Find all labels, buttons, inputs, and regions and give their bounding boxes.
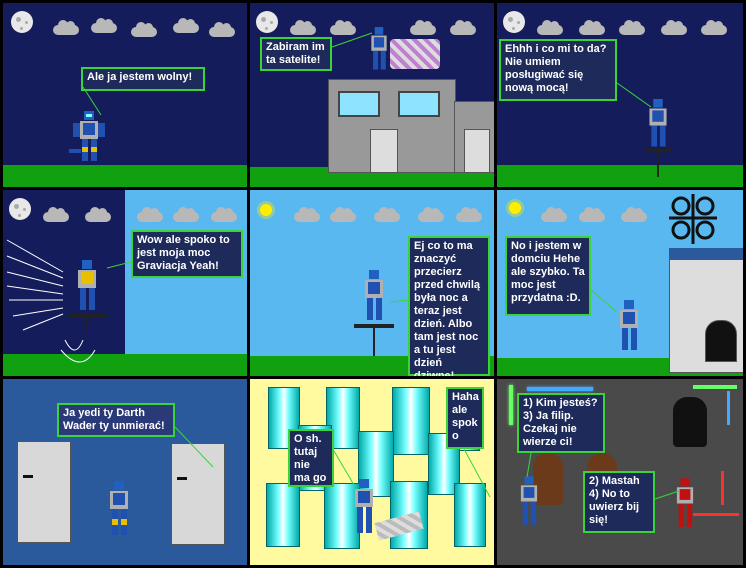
lightsaber-icon [721,471,724,505]
hooded-figure [533,453,563,505]
speech-bubble: Zabiram im ta satelite! [260,37,332,71]
moon-icon [11,11,33,33]
cloud-icon [619,20,645,35]
speech-bubble: Haha ale spok o [446,387,484,449]
robot-figure [620,300,638,350]
bubble-tail [82,86,102,116]
cloud-icon [374,207,400,222]
cloud-icon [330,207,356,222]
pillar [454,483,486,547]
comic-panel-9: 1) Kim jesteś? 3) Ja filip. Czekaj nie w… [497,379,743,565]
robot-figure [644,99,672,177]
cloud-icon [43,207,69,222]
speech-bubble: 1) Kim jesteś? 3) Ja filip. Czekaj nie w… [517,393,605,453]
cloud-icon [410,20,436,35]
motion-lines [6,239,132,363]
speech-bubble: Ej co to ma znaczyć przecierz przed chwi… [408,236,490,376]
door [705,320,737,362]
cloud-icon [701,20,727,35]
satellite-icon [669,194,717,244]
door [370,129,398,173]
satellite-icon [390,39,440,69]
grass [3,165,247,187]
building-window [338,91,380,117]
pillar [392,387,430,455]
cloud-icon [209,22,235,37]
sun-icon [509,202,521,214]
lightsaber-icon [693,513,739,516]
cloud-icon [53,20,79,35]
cloud-icon [131,22,157,37]
comic-panel-3: Ehhh i co mi to da? Nie umiem posługiwać… [497,3,743,187]
robot-figure-red [676,478,694,527]
cloud-icon [294,207,320,222]
cloud-icon [579,20,605,35]
cloud-icon [621,207,647,222]
lightsaber-icon [509,385,513,425]
cloud-icon [579,207,605,222]
sun-icon [260,204,272,216]
comic-panel-1: Ale ja jestem wolny! [3,3,247,187]
cloud-icon [537,20,563,35]
comic-panel-2: Zabiram im ta satelite! [250,3,494,187]
moon-icon [503,11,525,33]
cloud-icon [456,207,482,222]
grass [497,165,743,187]
comic-panel-5: Ej co to ma znaczyć przecierz przed chwi… [250,190,494,376]
cloud-icon [418,207,444,222]
cloud-icon [173,18,199,33]
lightsaber-icon [727,391,730,425]
door-handle [23,475,33,478]
door-handle [177,477,187,480]
cloud-icon [137,207,163,222]
speech-bubble: Ja yedi ty Darth Wader ty unmierać! [57,403,175,437]
building-window [398,91,440,117]
robot-figure [371,27,387,70]
robot-figure [69,111,105,161]
pillar [266,483,300,547]
robot-figure [67,260,107,330]
door [464,129,490,173]
lightsaber-icon [527,387,593,391]
speech-bubble: No i jestem w domciu Hehe ale szybko. Ta… [505,236,591,316]
comic-panel-7: Ja yedi ty Darth Wader ty unmierać! [3,379,247,565]
robot-figure [355,479,373,533]
lightsaber-icon [693,385,737,389]
cloud-icon [330,20,356,35]
robot-figure [520,476,538,525]
door [171,443,225,545]
speech-bubble: 2) Mastah 4) No to uwierz bij się! [583,471,655,533]
door [17,441,71,543]
moon-icon [256,11,278,33]
cloud-icon [661,20,687,35]
speech-bubble: Wow ale spoko to jest moja moc Graviacja… [131,230,243,278]
cloud-icon [450,20,476,35]
comic-panel-8: O sh. tutaj nie ma go Haha ale spok o [250,379,494,565]
cloud-icon [211,207,237,222]
cloud-icon [173,207,199,222]
moon-icon [9,198,31,220]
cloud-icon [91,18,117,33]
grass [3,354,247,376]
hooded-figure [673,397,707,447]
comic-panel-4: Wow ale spoko to jest moja moc Graviacja… [3,190,247,376]
cloud-icon [85,207,111,222]
speech-bubble: Ale ja jestem wolny! [81,67,205,91]
speech-bubble: Ehhh i co mi to da? Nie umiem posługiwać… [499,39,617,101]
robot-figure [110,481,128,535]
robot-figure [354,270,394,356]
cloud-icon [541,207,567,222]
comic-panel-6: No i jestem w domciu Hehe ale szybko. Ta… [497,190,743,376]
cloud-icon [290,20,316,35]
speech-bubble: O sh. tutaj nie ma go [288,429,334,487]
